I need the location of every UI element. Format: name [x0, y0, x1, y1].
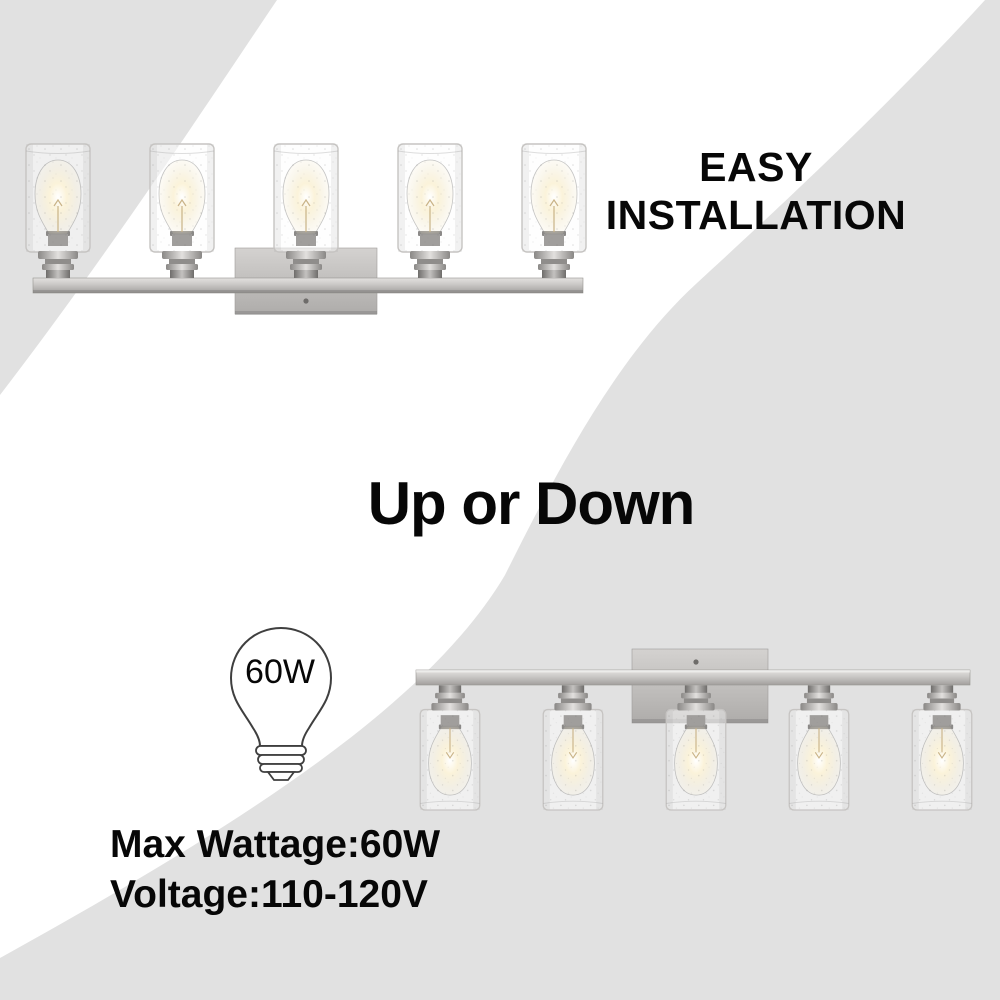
headline-line1: EASY [699, 144, 813, 190]
spec-text: Max Wattage:60W Voltage:110-120V [110, 820, 590, 920]
mounting-bar [415, 669, 971, 686]
screw-hole [693, 659, 699, 665]
background-swoosh-top-left [0, 0, 277, 395]
headline-line2: INSTALLATION [605, 192, 907, 238]
vanity-light-down-photo [415, 648, 973, 811]
light-unit [397, 143, 463, 279]
voltage-spec: Voltage:110-120V [110, 873, 428, 916]
max-wattage-spec: Max Wattage:60W [110, 823, 441, 866]
up-or-down-title: Up or Down [367, 470, 696, 537]
light-unit [149, 143, 215, 279]
light-bulb-icon [229, 626, 333, 781]
bulb-wattage-label: 60W [245, 653, 315, 691]
screw-hole [303, 298, 309, 304]
mounting-bar [32, 277, 584, 294]
vanity-light-up-photo [25, 143, 587, 315]
